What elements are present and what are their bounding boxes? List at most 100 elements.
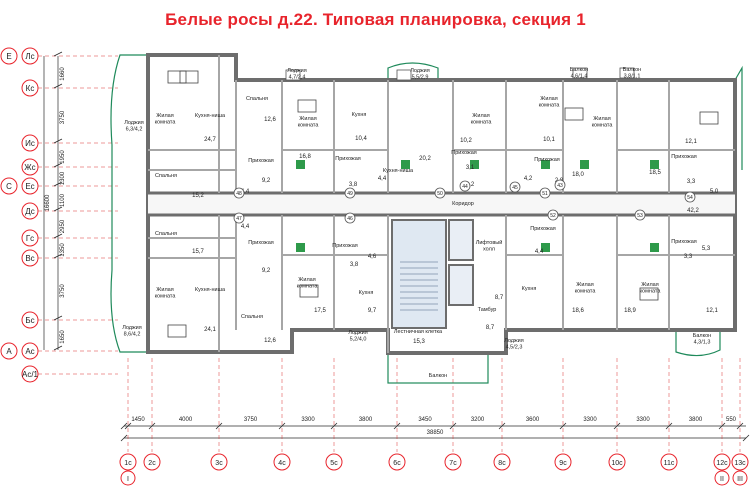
- row-axis-10: Бс: [21, 311, 118, 329]
- bottom-dim-value: 3200: [471, 417, 485, 423]
- column-axis-label: 13с: [734, 460, 746, 467]
- room-label-area-4-4-d: 4,4: [535, 249, 544, 255]
- bottom-dim-tick: [736, 422, 744, 430]
- column-axis-label: 11с: [664, 460, 675, 467]
- apartment-number-label: 52: [550, 213, 556, 219]
- apartment-number-45: 45: [509, 181, 521, 193]
- row-axis-4: Жс: [21, 158, 118, 176]
- room-label-area-10-4: 10,4: [355, 136, 367, 142]
- room-label-hall-top-2: Прихожая: [451, 150, 477, 156]
- furniture-outline: [564, 107, 584, 121]
- row-axis-bubble: [0, 342, 18, 360]
- column-axis-1: 2с: [143, 453, 161, 471]
- room-label-area-4-4-b: 4,4: [241, 224, 250, 230]
- room-label-bedroom-2: Спальня: [155, 173, 177, 179]
- row-axis-9: Вс: [21, 249, 118, 267]
- room-label-area-18-5: 18,5: [649, 170, 661, 176]
- apartment-number-circle: [684, 191, 696, 203]
- bottom-dim-tick: [330, 422, 338, 430]
- column-axis-bubble: [143, 453, 161, 471]
- room-label-vestibule: Тамбур: [478, 307, 497, 313]
- column-axis-bubble: [713, 453, 731, 471]
- apartment-number-44: 44: [459, 180, 471, 192]
- room-label-bedroom-3: Спальня: [155, 231, 177, 237]
- room-label-kitchen-2: Кухня-ниша: [195, 287, 226, 293]
- apartment-number-circle: [344, 212, 356, 224]
- column-axis-sub-bubble: [714, 470, 730, 486]
- room-label-area-3-3-a: 3,3: [687, 179, 696, 185]
- apartment-number-54: 54: [684, 191, 696, 203]
- column-axis-0: 1с: [119, 453, 137, 471]
- room-label-kitchen-bot-2: Кухня: [522, 286, 537, 292]
- east-balcony-outline-bottom: [675, 330, 721, 357]
- room-label-area-4-6: 4,6: [368, 254, 377, 260]
- bottom-total-tick: [120, 434, 128, 442]
- left-dim-tick: [53, 253, 63, 259]
- room-label-area-12-6-b: 12,6: [264, 338, 276, 344]
- room-label-kitchen-1: Кухня-ниша: [195, 113, 226, 119]
- appliance-marker: [580, 160, 589, 169]
- appliance-marker: [650, 160, 659, 169]
- bottom-dim-tick: [718, 422, 726, 430]
- bottom-dim-value: 4000: [179, 417, 193, 423]
- column-axis-sub-bubble: [120, 470, 136, 486]
- left-dim-value: 1650: [60, 330, 66, 344]
- room-label-hall-top-3: Прихожая: [534, 157, 560, 163]
- row-axis-12: Ас: [21, 342, 118, 360]
- window-marker: [572, 67, 588, 79]
- room-label-area-16-8: 16,8: [299, 154, 311, 160]
- column-axis-label: 9с: [559, 460, 567, 467]
- apartment-number-circle: [539, 187, 551, 199]
- column-axis-label: 2с: [148, 460, 156, 467]
- appliance-marker: [296, 160, 305, 169]
- row-axis-label: Дс: [25, 207, 34, 216]
- bottom-dim-value: 3450: [418, 417, 432, 423]
- room-label-area-15-7: 15,7: [192, 249, 204, 255]
- appliance-marker: [541, 160, 550, 169]
- row-axis-label: Ас: [25, 347, 34, 356]
- column-axis-sub-2: III: [732, 470, 748, 486]
- apartment-number-53: 53: [634, 209, 646, 221]
- furniture-outline: [179, 70, 199, 84]
- apartment-number-label: 43: [557, 183, 563, 189]
- apartment-number-50: 50: [434, 187, 446, 199]
- room-label-hall-2: Прихожая: [248, 240, 274, 246]
- room-label-kitchen-niche-top: Кухня-ниша: [383, 168, 414, 174]
- apartment-number-label: 50: [437, 191, 443, 197]
- bottom-dim-value: 3800: [359, 417, 373, 423]
- column-axis-12: 13с: [731, 453, 749, 471]
- column-axis-label: 3с: [215, 460, 223, 467]
- column-axis-11: 12с: [713, 453, 731, 471]
- furniture-outline: [167, 324, 187, 338]
- bottom-total-tick: [742, 434, 750, 442]
- row-axis-7: Дс: [21, 202, 118, 220]
- window-marker: [285, 69, 301, 81]
- left-dim-value: 1350: [60, 243, 66, 257]
- room-label-area-15-2: 15,2: [192, 193, 204, 199]
- column-axis-bubble: [493, 453, 511, 471]
- room-label-kitchen-top-1: Кухня: [352, 112, 367, 118]
- column-axis-bubble: [731, 453, 749, 471]
- appliance-marker: [541, 243, 550, 252]
- left-dim-value: 3750: [60, 110, 66, 124]
- bottom-dim-value: 3300: [301, 417, 315, 423]
- room-label-area-4-2: 4,2: [524, 176, 533, 182]
- bottom-dim-tick: [120, 422, 128, 430]
- column-axis-sub-label: I: [127, 476, 129, 483]
- left-dim-tick: [53, 51, 63, 57]
- left-dim-tick: [53, 138, 63, 144]
- column-axis-bubble: [444, 453, 462, 471]
- column-axis-bubble: [660, 453, 678, 471]
- room-label-area-17-5: 17,5: [314, 308, 326, 314]
- bottom-dim-tick: [278, 422, 286, 430]
- east-balcony-outline-top: [734, 65, 743, 170]
- left-dim-value: 1950: [60, 150, 66, 164]
- room-label-area-3-8-a: 3,8: [349, 182, 358, 188]
- elevator-shaft-1: [448, 219, 474, 261]
